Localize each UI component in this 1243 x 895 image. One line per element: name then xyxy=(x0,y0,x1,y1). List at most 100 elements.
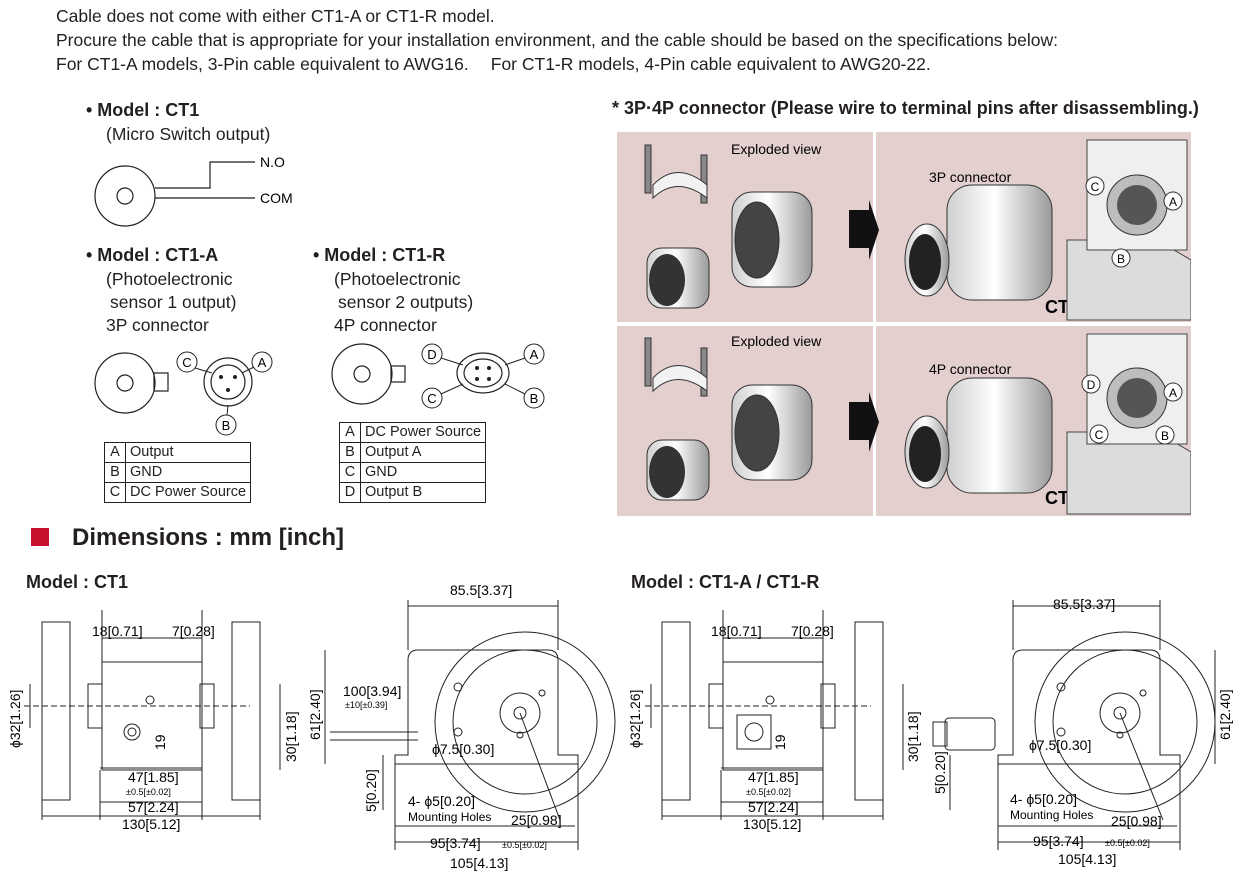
dim-5: 5[0.20] xyxy=(363,769,379,812)
svg-text:C: C xyxy=(427,391,436,406)
ct1-micro-switch-diagram: N.O COM xyxy=(94,154,293,227)
ct1-dimension-drawing: 18[0.71] 7[0.28] ϕ32[1.26] 19 47[1.85] ±… xyxy=(7,582,616,871)
dim-r-47: 47[1.85] xyxy=(748,769,799,785)
ct1r-title: • Model : CT1-R xyxy=(313,245,446,265)
dim-r-30: 30[1.18] xyxy=(905,711,921,762)
dim-r-5: 5[0.20] xyxy=(932,751,948,794)
dim-r-95-tol: ±0.5[±0.02] xyxy=(1105,838,1150,848)
intro-line-3: For CT1-A models, 3-Pin cable equivalent… xyxy=(56,52,1058,76)
dim-61: 61[2.40] xyxy=(307,689,323,740)
svg-text:B: B xyxy=(222,418,231,433)
dim-r-18: 18[0.71] xyxy=(711,623,762,639)
dim-r-57: 57[2.24] xyxy=(748,799,799,815)
svg-text:A: A xyxy=(1169,195,1177,209)
dim-r-130: 130[5.12] xyxy=(743,816,801,832)
ct1-subtitle: (Micro Switch output) xyxy=(106,124,271,144)
intro-line-2: Procure the cable that is appropriate fo… xyxy=(56,30,1059,50)
dim-left-model-title: Model : CT1 xyxy=(26,572,128,592)
dim-r-mounting-holes: Mounting Holes xyxy=(1010,808,1093,822)
dim-r-105: 105[4.13] xyxy=(1058,851,1116,867)
exploded-view-label-2: Exploded view xyxy=(731,333,822,349)
ct1a-sub-3: 3P connector xyxy=(106,315,209,335)
svg-text:A: A xyxy=(258,355,267,370)
svg-text:C: C xyxy=(182,355,191,370)
ct1r-sub-3: 4P connector xyxy=(334,315,437,335)
svg-text:B: B xyxy=(1117,252,1125,266)
dim-r-7: 7[0.28] xyxy=(791,623,834,639)
ct1a-title: • Model : CT1-A xyxy=(86,245,219,265)
svg-text:C: C xyxy=(1095,428,1104,442)
dim-47-tol: ±0.5[±0.02] xyxy=(126,787,171,797)
dim-100-tol: ±10[±0.39] xyxy=(345,700,387,710)
intro-line-3a: For CT1-A models, 3-Pin cable equivalent… xyxy=(56,54,469,74)
ct1a-sub-1: (Photoelectronic xyxy=(106,269,233,289)
dim-r-phi32: ϕ32[1.26] xyxy=(627,690,643,748)
dim-r-85: 85.5[3.37] xyxy=(1053,596,1115,612)
svg-text:B: B xyxy=(1161,429,1169,443)
intro-text: Cable does not come with either CT1-A or… xyxy=(56,4,1058,76)
dim-95-tol: ±0.5[±0.02] xyxy=(502,840,547,850)
intro-line-1: Cable does not come with either CT1-A or… xyxy=(56,6,495,26)
dim-7: 7[0.28] xyxy=(172,623,215,639)
connector-section-title: * 3P·4P connector (Please wire to termin… xyxy=(612,98,1199,118)
dim-130: 130[5.12] xyxy=(122,816,180,832)
dim-30: 30[1.18] xyxy=(283,711,299,762)
dim-mounting-holes: Mounting Holes xyxy=(408,810,491,824)
intro-line-3b: For CT1-R models, 4-Pin cable equivalent… xyxy=(490,54,931,74)
dim-r-47-tol: ±0.5[±0.02] xyxy=(746,787,791,797)
svg-text:C: C xyxy=(1091,180,1100,194)
dim-r-95: 95[3.74] xyxy=(1033,833,1084,849)
dim-47: 47[1.85] xyxy=(128,769,179,785)
dim-r-phi75: ϕ7.5[0.30] xyxy=(1029,737,1091,753)
exploded-3p-drawing xyxy=(644,144,879,309)
dim-r-61: 61[2.40] xyxy=(1217,689,1233,740)
ct1-label-com: COM xyxy=(260,190,293,206)
dim-phi75: ϕ7.5[0.30] xyxy=(432,741,494,757)
assembled-4p-drawing: D A C B xyxy=(904,333,1191,515)
ct1a-connector-diagram: C A B xyxy=(94,351,273,436)
dim-4phi5: 4- ϕ5[0.20] xyxy=(408,793,475,809)
dim-95: 95[3.74] xyxy=(430,835,481,851)
dimensions-accent-square xyxy=(31,528,49,546)
ct1a-ct1r-dimension-drawing: 18[0.71] 7[0.28] ϕ32[1.26] 19 47[1.85] ±… xyxy=(627,596,1233,867)
exploded-view-label-1: Exploded view xyxy=(731,141,822,157)
3p-connector-label: 3P connector xyxy=(929,169,1012,185)
dim-25: 25[0.98] xyxy=(511,812,562,828)
assembled-3p-drawing: C A B xyxy=(904,139,1191,321)
exploded-4p-drawing xyxy=(644,337,879,501)
dim-18: 18[0.71] xyxy=(92,623,143,639)
dim-r-25: 25[0.98] xyxy=(1111,813,1162,829)
dim-r-4phi5: 4- ϕ5[0.20] xyxy=(1010,791,1077,807)
dim-100: 100[3.94] xyxy=(343,683,401,699)
ct1r-connector-diagram: D A C B xyxy=(331,343,545,409)
svg-text:B: B xyxy=(530,391,539,406)
ct1r-sub-1: (Photoelectronic xyxy=(334,269,461,289)
ct1a-sub-2: sensor 1 output) xyxy=(110,292,237,312)
ct1-label-no: N.O xyxy=(260,154,285,170)
svg-text:D: D xyxy=(427,347,436,362)
dim-r-19: 19 xyxy=(772,734,788,750)
dim-right-model-title: Model : CT1-A / CT1-R xyxy=(631,572,820,592)
dim-19: 19 xyxy=(152,734,168,750)
connector-illustration-panel: Exploded view Exploded view 3P connector… xyxy=(617,130,1191,518)
4p-connector-label: 4P connector xyxy=(929,361,1012,377)
ct1r-sub-2: sensor 2 outputs) xyxy=(338,292,474,312)
ct1-title: • Model : CT1 xyxy=(86,100,200,120)
dimensions-title: Dimensions : mm [inch] xyxy=(72,524,345,551)
dim-57: 57[2.24] xyxy=(128,799,179,815)
svg-text:A: A xyxy=(530,347,539,362)
svg-text:D: D xyxy=(1087,378,1096,392)
dim-85: 85.5[3.37] xyxy=(450,582,512,598)
dim-105: 105[4.13] xyxy=(450,855,508,871)
dim-phi32: ϕ32[1.26] xyxy=(7,690,23,748)
svg-text:A: A xyxy=(1169,386,1177,400)
